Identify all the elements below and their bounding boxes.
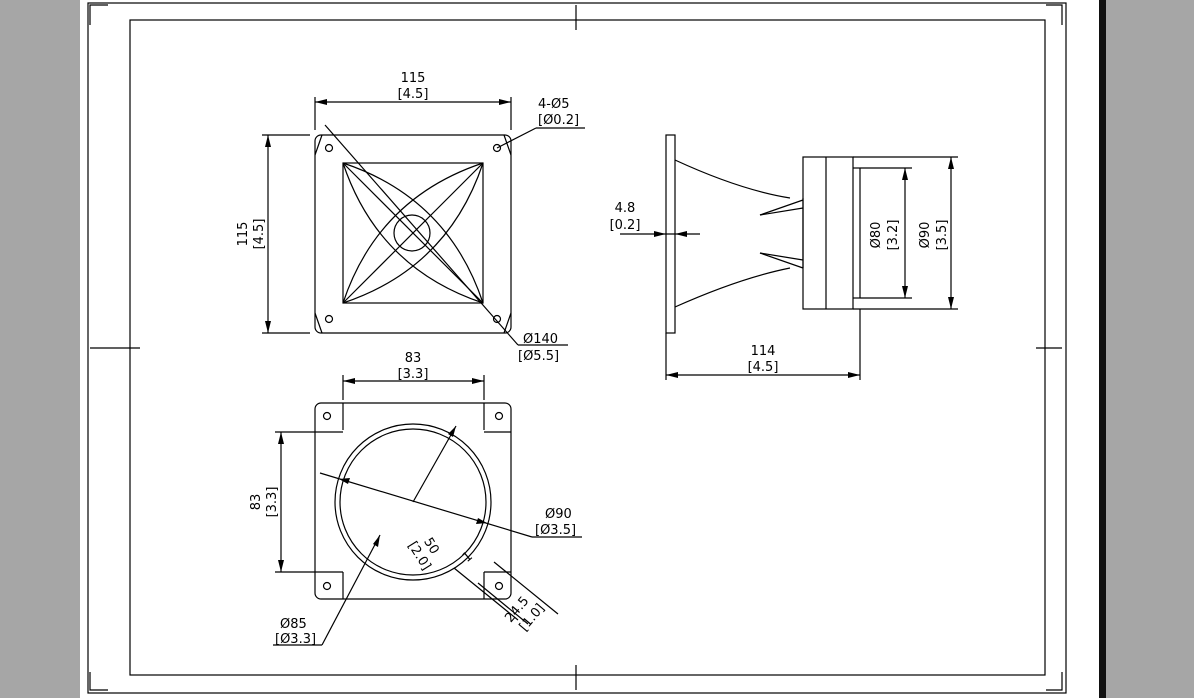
mount-hole [492, 143, 502, 153]
driver-body [802, 156, 854, 310]
flange-thickness-in: [0.2] [610, 218, 641, 233]
magnet-diameter-mm: Ø90 [545, 507, 572, 522]
corner-mark-tl [89, 4, 108, 25]
magnet-diameter-in: [Ø3.5] [535, 523, 576, 538]
corner-mark-bl [89, 672, 108, 691]
corner-mark-br [1046, 672, 1063, 691]
magnet-inner [339, 428, 487, 576]
front-flange [314, 134, 512, 334]
mount-hole [492, 314, 502, 324]
holes-in: [Ø0.2] [538, 113, 579, 128]
drawing-sheet [80, 0, 1099, 698]
mount-hole [324, 314, 334, 324]
front-width-mm: 115 [401, 71, 426, 86]
front-view: 115 [4.5] 115 [4.5] 4-Ø5 [Ø0.2] Ø140 [Ø5… [236, 71, 585, 364]
rear-inner-diameter-mm: Ø85 [280, 617, 307, 632]
side-view: 4.8 [0.2] 114 [4.5] Ø80 [3.2] Ø90 [3.5] [610, 134, 958, 380]
rear-inner-diameter-in: [Ø3.3] [275, 632, 316, 647]
mount-hole [322, 411, 332, 421]
mount-hole [494, 581, 504, 591]
side-outer-diameter-in: [3.5] [935, 220, 950, 251]
front-height-mm: 115 [236, 222, 251, 247]
flange-thickness-mm: 4.8 [615, 201, 636, 216]
depth-in: [4.5] [748, 360, 779, 375]
drawing-frame [129, 19, 1046, 676]
mount-hole [322, 581, 332, 591]
mount-hole [494, 411, 504, 421]
sheet-border [87, 2, 1067, 694]
rear-flange [314, 402, 512, 600]
horn-profile [674, 159, 791, 199]
depth-mm: 114 [751, 344, 776, 359]
rear-height-mm: 83 [249, 494, 264, 511]
side-outer-diameter-mm: Ø90 [918, 222, 933, 249]
side-inner-diameter-in: [3.2] [886, 220, 901, 251]
front-throat [342, 162, 484, 304]
rear-view: 83 [3.3] 83 [3.3] Ø90 [Ø3.5] 50 [2.0] 1 … [249, 351, 582, 647]
phase-plug [393, 214, 431, 252]
holes-mm: 4-Ø5 [538, 97, 569, 112]
front-width-in: [4.5] [398, 87, 429, 102]
side-inner-diameter-mm: Ø80 [869, 222, 884, 249]
bolt-circle-in: [Ø5.5] [518, 349, 559, 364]
rear-height-in: [3.3] [265, 487, 280, 518]
viewport-edge [1099, 0, 1106, 698]
front-height-in: [4.5] [252, 219, 267, 250]
mount-hole [324, 143, 334, 153]
rear-width-in: [3.3] [398, 367, 429, 382]
corner-mark-tr [1046, 4, 1063, 25]
rear-width-mm: 83 [405, 351, 422, 366]
bolt-circle-mm: Ø140 [523, 332, 558, 347]
radius-mm: 50 [420, 535, 441, 557]
magnet-outer [334, 423, 492, 581]
